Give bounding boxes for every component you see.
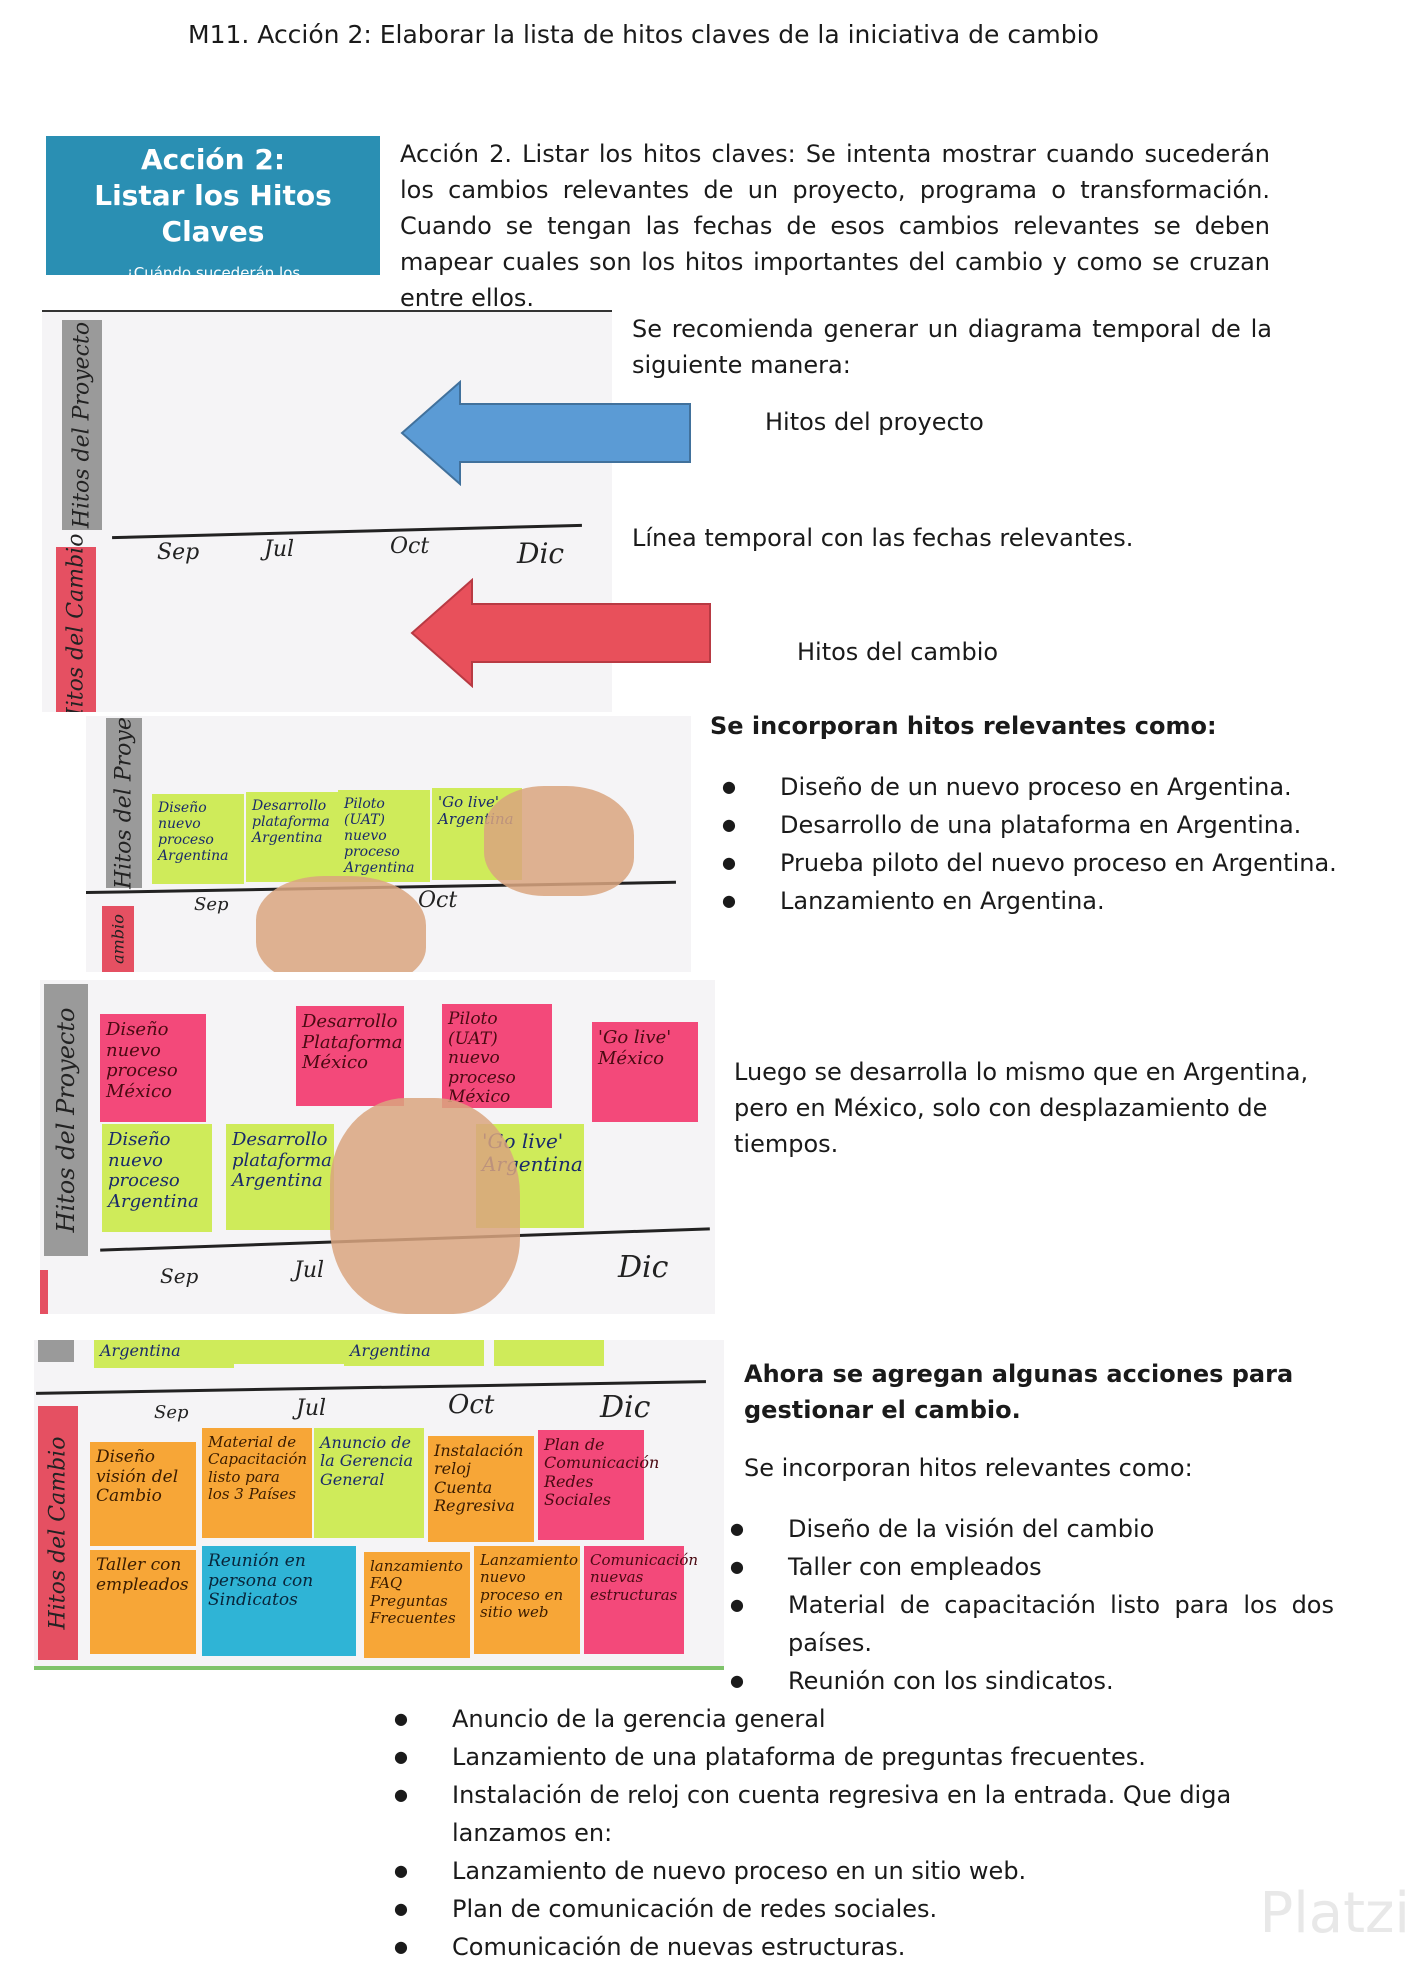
red-arrow-icon <box>410 578 711 688</box>
mexico-photo: Hitos del Proyecto Diseño nuevo proceso … <box>40 980 715 1314</box>
sticky-note: Desarrollo plataforma Argentina <box>226 1124 334 1230</box>
list-item: Lanzamiento de nuevo proceso en un sitio… <box>394 1852 1352 1890</box>
sticky-note: Reunión en persona con Sindicatos <box>202 1546 356 1656</box>
change-subheading: Se incorporan hitos relevantes como: <box>744 1454 1193 1482</box>
list-item: Taller con empleados <box>730 1548 1334 1586</box>
argentina-heading: Se incorporan hitos relevantes como: <box>710 712 1217 740</box>
change-list: Diseño de la visión del cambio Taller co… <box>730 1510 1334 1700</box>
sticky-note <box>224 1340 344 1364</box>
sticky-note: 'Go live' México <box>592 1022 698 1122</box>
list-item: Lanzamiento de una plataforma de pregunt… <box>394 1738 1352 1776</box>
change-milestones-label: Hitos del Cambio <box>38 1406 78 1660</box>
banner-heading-1: Acción 2: <box>140 143 286 176</box>
sticky-note: lanzamiento FAQ Preguntas Frecuentes <box>364 1552 470 1658</box>
sticky-note: Diseño visión del Cambio <box>90 1442 196 1546</box>
sticky-note: Argentina <box>344 1340 484 1366</box>
document-title: M11. Acción 2: Elaborar la lista de hito… <box>188 20 1099 49</box>
banner-subtitle: ¿Cuándo sucederán los cambios relevantes… <box>125 264 301 301</box>
banner-heading-2: Listar los Hitos Claves <box>94 179 332 248</box>
list-item: Diseño de la visión del cambio <box>730 1510 1334 1548</box>
sticky-note: Lanzamiento nuevo proceso en sitio web <box>474 1546 580 1654</box>
recommendation-text: Se recomienda generar un diagrama tempor… <box>632 315 1272 379</box>
sticky-note: Desarrollo Plataforma México <box>296 1006 404 1106</box>
sticky-note <box>494 1340 604 1366</box>
tick-label: Jul <box>296 1396 327 1421</box>
change-milestones-caption: Hitos del cambio <box>797 638 999 666</box>
list-item: Comunicación de nuevas estructuras. <box>394 1928 1352 1966</box>
change-list-continued: Anuncio de la gerencia general Lanzamien… <box>394 1700 1352 1966</box>
list-item: Reunión con los sindicatos. <box>730 1662 1334 1700</box>
change-heading: Ahora se agregan algunas acciones para g… <box>744 1360 1294 1424</box>
sticky-note: Anuncio de la Gerencia General <box>314 1428 424 1538</box>
tick-label: Sep <box>194 894 229 915</box>
project-milestones-label: Hitos del Proyecto <box>62 320 102 530</box>
list-item: Lanzamiento en Argentina. <box>722 882 1340 920</box>
tick-label: Dic <box>618 1250 669 1285</box>
hand-image <box>330 1098 520 1314</box>
tick-label: Dic <box>517 537 565 570</box>
sticky-note: Diseño nuevo proceso Argentina <box>152 794 244 884</box>
sticky-note: Piloto (UAT) nuevo proceso Argentina <box>338 790 430 882</box>
change-milestones-label: Hitos del Cambio <box>56 533 96 712</box>
sticky-note: Comunicación nuevas estructuras <box>584 1546 698 1654</box>
change-milestones-label: ambio <box>102 906 134 972</box>
sticky-note: Material de Capacitación listo para los … <box>202 1428 312 1538</box>
tick-label: Sep <box>157 540 200 565</box>
tick-label: Jul <box>264 537 295 562</box>
tick-label: Oct <box>448 1390 495 1420</box>
sticky-note: Diseño nuevo proceso Argentina <box>102 1124 212 1232</box>
timeline-photo: Hitos del Proyecto Hitos del Cambio Sep … <box>42 310 612 712</box>
project-milestones-label: Hitos del Proye <box>106 717 142 889</box>
sticky-note: Taller con empleados <box>90 1550 196 1654</box>
hand-image <box>256 876 426 972</box>
list-item: Material de capacitación listo para los … <box>730 1586 1334 1662</box>
sticky-note: Desarrollo plataforma Argentina <box>246 792 338 882</box>
timeline-caption: Línea temporal con las fechas relevantes… <box>632 524 1134 552</box>
sticky-note: Argentina <box>94 1340 234 1368</box>
project-milestones-label <box>38 1340 74 1362</box>
argentina-list: Diseño de un nuevo proceso en Argentina.… <box>722 768 1340 920</box>
mexico-text: Luego se desarrolla lo mismo que en Arge… <box>734 1058 1309 1158</box>
list-item: Plan de comunicación de redes sociales. <box>394 1890 1352 1928</box>
tick-label: Jul <box>294 1258 325 1283</box>
tick-label: Oct <box>390 534 430 559</box>
project-milestones-label: Hitos del Proyecto <box>44 984 88 1256</box>
tick-label: Dic <box>600 1390 651 1425</box>
project-milestones-caption: Hitos del proyecto <box>765 408 984 436</box>
sticky-note: Diseño nuevo proceso México <box>100 1014 206 1122</box>
list-item: Desarrollo de una plataforma en Argentin… <box>722 806 1340 844</box>
platzi-watermark: Platzi <box>1259 1881 1410 1946</box>
list-item: Instalación de reloj con cuenta regresiv… <box>394 1776 1352 1852</box>
list-item: Diseño de un nuevo proceso en Argentina. <box>722 768 1340 806</box>
timeline-axis <box>112 523 582 540</box>
sticky-note: Plan de Comunicación Redes Sociales <box>538 1430 659 1540</box>
change-photo: Argentina Argentina Sep Jul Oct Dic Hito… <box>34 1340 724 1670</box>
list-item: Prueba piloto del nuevo proceso en Argen… <box>722 844 1340 882</box>
tick-label: Oct <box>418 888 458 913</box>
sticky-note: Instalación reloj Cuenta Regresiva <box>428 1436 534 1542</box>
intro-paragraph: Acción 2. Listar los hitos claves: Se in… <box>400 140 1270 312</box>
tick-label: Sep <box>160 1264 199 1288</box>
list-item: Anuncio de la gerencia general <box>394 1700 1352 1738</box>
hand-image <box>484 786 634 896</box>
blue-arrow-icon <box>400 380 691 486</box>
argentina-photo: Hitos del Proye Diseño nuevo proceso Arg… <box>86 716 691 972</box>
tick-label: Sep <box>154 1402 189 1423</box>
sticky-note: Piloto (UAT) nuevo proceso México <box>442 1004 552 1108</box>
action-banner: Acción 2: Listar los Hitos Claves ¿Cuánd… <box>46 136 380 301</box>
